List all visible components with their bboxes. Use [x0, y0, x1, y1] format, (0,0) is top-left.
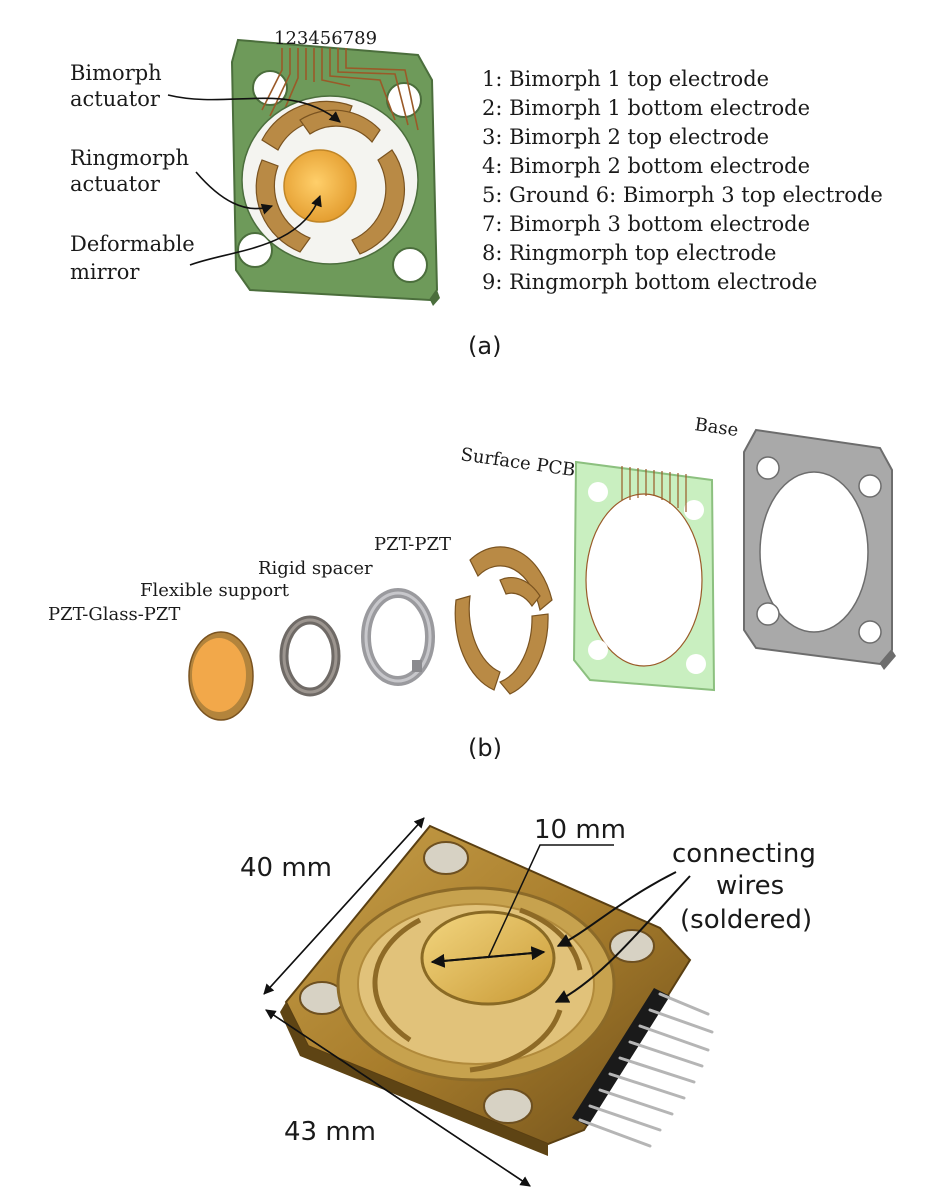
legend-item: 8: Ringmorph top electrode — [482, 241, 776, 265]
mount-hole — [588, 482, 608, 502]
mount-hole — [609, 929, 655, 963]
mount-hole — [858, 474, 882, 498]
mount-hole — [756, 602, 780, 626]
mount-hole — [684, 500, 704, 520]
label-rigid-spacer: Rigid spacer — [258, 558, 373, 579]
label-flexible-support: Flexible support — [140, 580, 290, 601]
label-ringmorph-2: actuator — [70, 172, 161, 196]
legend-item: 9: Ringmorph bottom electrode — [482, 270, 817, 294]
pzt-pzt-arms — [454, 546, 553, 695]
mount-hole — [858, 620, 882, 644]
label-40mm: 40 mm — [240, 853, 332, 883]
label-mirror-1: Deformable — [70, 232, 195, 256]
legend-item: 2: Bimorph 1 bottom electrode — [482, 96, 810, 120]
mount-hole — [423, 841, 469, 875]
arrow-mirror — [189, 194, 322, 266]
arrow-wire — [556, 871, 677, 947]
mount-hole — [392, 247, 428, 283]
electrode-legend: 1: Bimorph 1 top electrode 2: Bimorph 1 … — [482, 67, 883, 294]
label-base: Base — [693, 414, 739, 441]
label-pzt-glass-pzt: PZT-Glass-PZT — [48, 604, 180, 625]
label-ringmorph-1: Ringmorph — [70, 146, 189, 170]
arrow-bimorph — [167, 94, 341, 123]
mount-hole — [588, 640, 608, 660]
pin-numbers: 123456789 — [274, 28, 377, 49]
label-wires-2: wires — [716, 871, 784, 901]
mount-hole — [756, 456, 780, 480]
base-plate — [743, 428, 896, 670]
panel-c-photo: 40 mm 43 mm 10 mm connecting wires (sold… — [240, 815, 816, 1187]
panel-a: 123456789 Bimorph actuator Ringmorph act… — [70, 28, 883, 360]
label-10mm: 10 mm — [534, 815, 626, 845]
caption-a: (a) — [468, 332, 501, 360]
pcb-board-a — [230, 38, 440, 306]
label-mirror-2: mirror — [70, 260, 140, 284]
caption-b: (b) — [468, 734, 502, 762]
pzt-glass-pzt-disk — [188, 631, 254, 721]
mount-hole — [686, 654, 706, 674]
label-bimorph-1: Bimorph — [70, 61, 162, 85]
legend-item: 3: Bimorph 2 top electrode — [482, 125, 769, 149]
legend-item: 5: Ground 6: Bimorph 3 top electrode — [482, 183, 883, 207]
deformable-mirror-a — [283, 149, 357, 223]
label-wires-1: connecting — [672, 839, 816, 869]
label-bimorph-2: actuator — [70, 87, 161, 111]
legend-item: 7: Bimorph 3 bottom electrode — [482, 212, 810, 236]
legend-item: 1: Bimorph 1 top electrode — [482, 67, 769, 91]
label-wires-3: (soldered) — [680, 905, 812, 935]
leader-10mm — [487, 844, 614, 959]
legend-item: 4: Bimorph 2 bottom electrode — [482, 154, 810, 178]
surface-pcb — [572, 460, 716, 692]
label-pzt-pzt: PZT-PZT — [374, 534, 451, 555]
panel-b: PZT-Glass-PZT Flexible support Rigid spa… — [48, 414, 896, 762]
label-43mm: 43 mm — [284, 1117, 376, 1147]
rigid-spacer-ring — [361, 588, 435, 686]
electrode-traces — [261, 48, 419, 131]
mount-hole — [483, 1088, 533, 1124]
arrow-wire — [554, 875, 691, 1003]
flexible-support-ring — [279, 615, 341, 697]
arrow-ringmorph — [195, 171, 274, 215]
label-surface-pcb: Surface PCB — [459, 444, 576, 481]
pin-header — [572, 988, 714, 1148]
mount-hole — [237, 232, 273, 268]
